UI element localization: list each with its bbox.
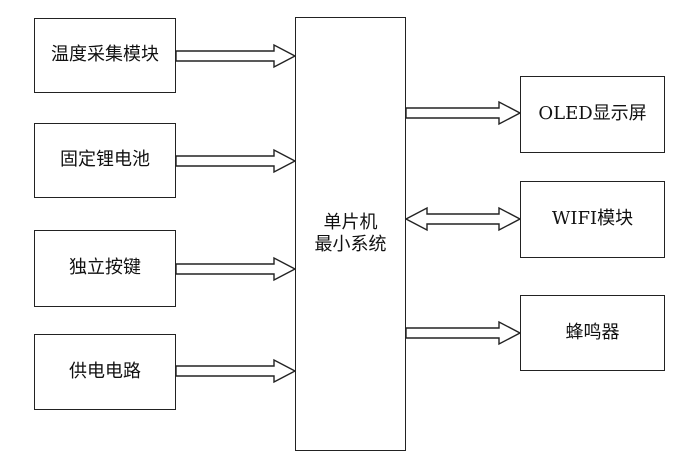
arrow-mcu-to-buzzer	[405, 320, 522, 346]
block-temperature-module: 温度采集模块	[34, 18, 176, 93]
mcu-label-line1: 单片机	[323, 211, 378, 233]
block-battery: 固定锂电池	[34, 123, 176, 198]
arrow-battery-to-mcu	[175, 148, 297, 174]
block-keys: 独立按键	[34, 230, 176, 307]
block-mcu-minimum-system: 单片机 最小系统	[295, 17, 406, 451]
block-label: 温度采集模块	[51, 44, 159, 66]
arrow-mcu-wifi-bidirectional	[404, 206, 522, 232]
block-label: 独立按键	[69, 257, 141, 279]
arrow-temp-to-mcu	[175, 43, 297, 69]
block-label: 蜂鸣器	[565, 321, 620, 343]
arrow-keys-to-mcu	[175, 256, 297, 282]
block-wifi-module: WIFI模块	[520, 181, 665, 258]
block-oled-display: OLED显示屏	[520, 76, 665, 153]
block-label: 固定锂电池	[60, 149, 150, 171]
arrow-mcu-to-oled	[405, 100, 522, 126]
arrow-power-to-mcu	[175, 358, 297, 384]
block-label: WIFI模块	[551, 208, 634, 230]
block-label: OLED显示屏	[538, 103, 647, 125]
block-label: 供电电路	[69, 360, 141, 382]
mcu-label-line2: 最小系统	[314, 234, 387, 255]
block-buzzer: 蜂鸣器	[520, 295, 665, 371]
block-power-circuit: 供电电路	[34, 334, 176, 410]
